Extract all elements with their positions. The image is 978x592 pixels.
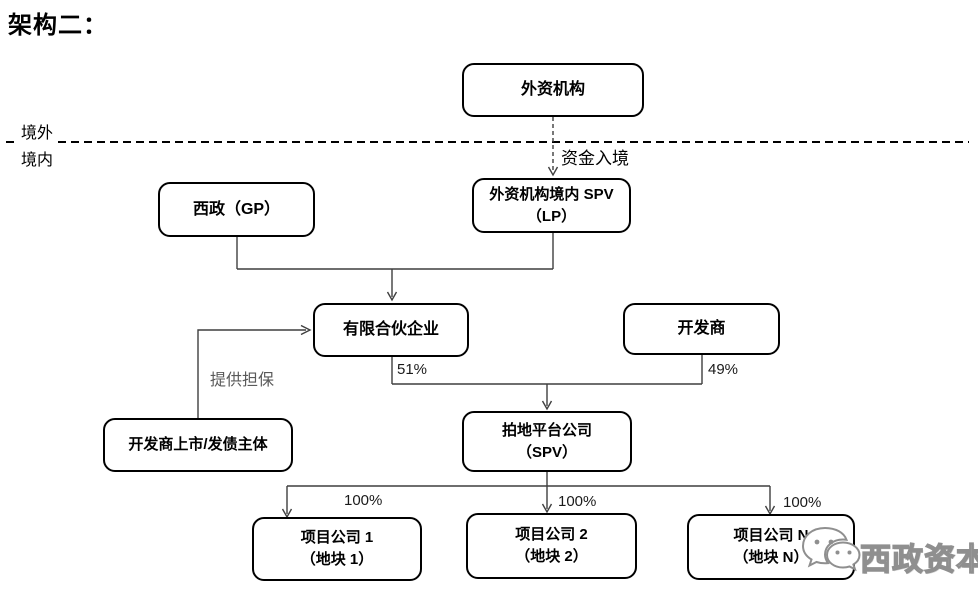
node-project-company-2: 项目公司 2 （地块 2） — [466, 513, 637, 579]
arrowhead-project1 — [281, 508, 293, 519]
watermark-text: 西政资本 — [859, 541, 978, 578]
node-foreign-institution: 外资机构 — [462, 63, 644, 117]
share-51-label: 51% — [397, 361, 428, 378]
arrowhead-guarantee — [300, 324, 312, 336]
node-label-line2: （地块 N） — [733, 549, 809, 566]
arrowhead-partnership — [386, 291, 398, 302]
node-label-line2: （SPV） — [516, 443, 577, 461]
node-label-line2: （地块 2） — [515, 548, 588, 565]
node-limited-partnership: 有限合伙企业 — [313, 303, 469, 357]
arrowhead-project2 — [541, 503, 553, 514]
arrowhead-funds — [547, 166, 559, 177]
node-label-line1: 项目公司 2 — [515, 526, 588, 544]
node-label-line1: 项目公司 1 — [300, 529, 374, 547]
node-developer-guarantor: 开发商上市/发债主体 — [103, 418, 293, 472]
node-label: 开发商上市/发债主体 — [128, 436, 268, 454]
share-49-label: 49% — [708, 361, 739, 378]
share-100-label-1: 100% — [344, 492, 383, 509]
node-xizheng-gp: 西政（GP） — [158, 182, 315, 237]
node-project-company-1: 项目公司 1 （地块 1） — [252, 517, 422, 581]
page-title: 架构二： — [8, 10, 108, 39]
node-label-line1: 外资机构境内 SPV — [489, 185, 614, 203]
node-developer: 开发商 — [623, 303, 780, 355]
offshore-label: 境外 — [19, 119, 56, 143]
share-100-label-n: 100% — [783, 494, 822, 511]
node-label-line2: （地块 1） — [300, 551, 374, 568]
node-foreign-spv-lp: 外资机构境内 SPV （LP） — [472, 178, 631, 233]
node-label: 西政（GP） — [192, 200, 281, 218]
arrowhead-projectn — [764, 505, 776, 516]
node-label-line1: 拍地平台公司 — [501, 421, 592, 439]
share-100-label-2: 100% — [558, 493, 597, 510]
node-label: 有限合伙企业 — [342, 321, 439, 339]
node-label: 开发商 — [677, 320, 726, 338]
onshore-label: 境内 — [19, 146, 56, 170]
funds-inbound-label: 资金入境 — [561, 149, 629, 169]
node-label-line1: 项目公司 N — [733, 527, 809, 545]
node-land-platform-spv: 拍地平台公司 （SPV） — [462, 411, 632, 472]
node-label-line2: （LP） — [526, 207, 577, 225]
wechat-logo-icon — [801, 526, 861, 572]
guarantee-label: 提供担保 — [210, 370, 275, 389]
node-label: 外资机构 — [520, 81, 585, 99]
arrowhead-landspv — [541, 400, 553, 411]
